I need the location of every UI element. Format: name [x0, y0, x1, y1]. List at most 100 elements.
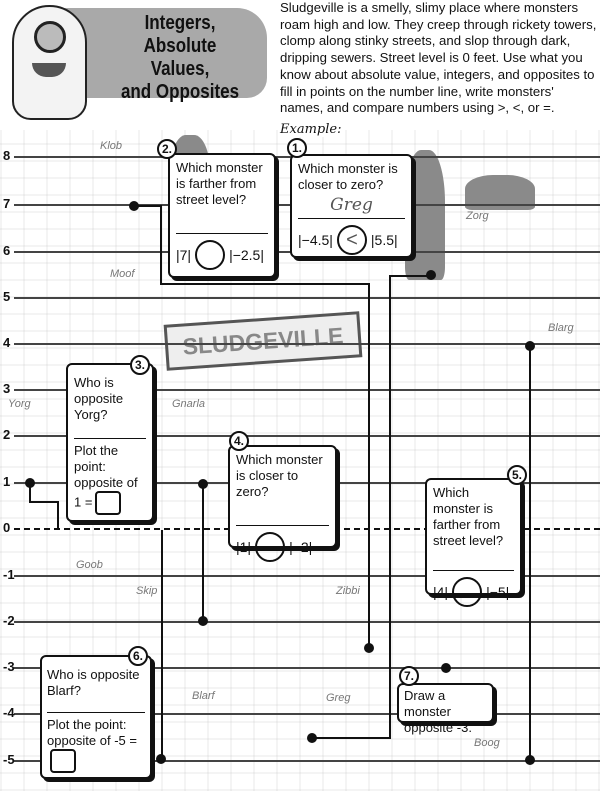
intro-paragraph: Sludgeville is a smelly, slimy place whe…: [280, 0, 598, 117]
number-line-label: -2: [3, 613, 15, 628]
compare-circle[interactable]: [255, 532, 286, 562]
question-number: 2.: [157, 139, 177, 159]
question-number: 3.: [130, 355, 150, 375]
number-line-label: 5: [3, 289, 11, 304]
compare-left: |1|: [236, 539, 252, 555]
question-text: Who is opposite Blarf?: [47, 667, 140, 698]
monster-label: Blarf: [192, 690, 215, 702]
monster-label: Greg: [326, 692, 351, 704]
question-6-box: Who is opposite Blarf? Plot the point: o…: [40, 655, 152, 779]
connector: [312, 737, 391, 739]
number-line-label: 3: [3, 381, 11, 396]
connector: [390, 275, 431, 277]
compare-left: |−4.5|: [298, 232, 333, 248]
number-line-label: 2: [3, 427, 11, 442]
number-line-label: 8: [3, 148, 11, 163]
question-text: Who is opposite Yorg?: [74, 375, 124, 422]
monster-label: Blarg: [548, 322, 574, 334]
point-boog[interactable]: [525, 755, 535, 765]
number-line-label: -3: [3, 659, 15, 674]
page-title: Integers, Absolute Values, and Opposites: [112, 12, 248, 104]
answer-field[interactable]: Greg: [298, 197, 405, 219]
answer-field[interactable]: [74, 425, 146, 439]
point-yorg[interactable]: [25, 478, 35, 488]
title-line: Absolute Values,: [143, 35, 217, 80]
compare-circle[interactable]: [452, 577, 483, 607]
connector: [161, 530, 163, 760]
number-line-label: 4: [3, 335, 11, 350]
compare-right: |5.5|: [370, 232, 398, 248]
question-5-box: Which monster is farther from street lev…: [425, 478, 522, 607]
monster-label: Klob: [100, 140, 123, 152]
number-line-gridline: [14, 621, 600, 623]
cyclops-monster-illustration: [12, 5, 87, 120]
point-zorg[interactable]: [426, 270, 436, 280]
number-line-label: -4: [3, 705, 15, 720]
compare-right: |−2|: [289, 539, 313, 555]
point-skip[interactable]: [198, 616, 208, 626]
question-number: 4.: [229, 431, 249, 451]
number-line-label: 1: [3, 474, 11, 489]
connector: [202, 484, 204, 621]
question-number: 1.: [287, 138, 307, 158]
question-text: Which monster is farther from street lev…: [433, 485, 504, 548]
question-number: 7.: [399, 666, 419, 686]
question-1-box: Which monster is closer to zero? Greg |−…: [290, 154, 413, 258]
number-line-gridline: [14, 575, 600, 577]
plot-instruction: Plot the point: opposite of 1 =: [74, 443, 138, 510]
connector: [57, 501, 59, 529]
answer-square[interactable]: [95, 491, 122, 515]
example-label: Example:: [280, 122, 342, 137]
number-line-gridline: [14, 435, 600, 437]
compare-right: |−5|: [486, 584, 510, 600]
point-gnarla[interactable]: [198, 479, 208, 489]
question-text: Which monster is farther from street lev…: [176, 160, 263, 207]
monster-label: Skip: [136, 585, 158, 597]
monster-label: Zibbi: [336, 585, 360, 597]
title-line: and Opposites: [120, 81, 240, 103]
number-line-gridline: [14, 667, 600, 669]
point-zibbi[interactable]: [364, 643, 374, 653]
answer-field[interactable]: [433, 553, 514, 571]
question-text: Which monster is closer to zero?: [298, 161, 398, 192]
question-2-box: Which monster is farther from street lev…: [168, 153, 276, 278]
number-line-gridline: [14, 343, 600, 345]
question-number: 5.: [507, 465, 527, 485]
answer-field[interactable]: [47, 701, 145, 713]
plot-instruction: Plot the point: opposite of -5 =: [47, 717, 137, 748]
number-line-label: 7: [3, 196, 11, 211]
point-blarf[interactable]: [156, 754, 166, 764]
connector: [389, 275, 391, 739]
compare-circle[interactable]: <: [336, 225, 367, 255]
monster-label: Moof: [110, 268, 135, 280]
answer-field[interactable]: [176, 212, 268, 234]
compare-right: |−2.5|: [229, 247, 264, 263]
question-4-box: Which monster is closer to zero? |1| |−2|: [228, 445, 337, 562]
compare-left: |7|: [176, 247, 192, 263]
answer-field[interactable]: [236, 504, 329, 526]
point-klob[interactable]: [129, 201, 139, 211]
number-line-label: 6: [3, 243, 11, 258]
point-negative-three[interactable]: [441, 663, 451, 673]
compare-left: |4|: [433, 584, 449, 600]
monster-label: Goob: [76, 559, 103, 571]
compare-circle[interactable]: [195, 240, 226, 270]
question-7-box: Draw a monster opposite -3.: [397, 683, 494, 735]
connector: [160, 283, 370, 285]
monster-label: Zorg: [466, 210, 489, 222]
connector: [134, 205, 162, 207]
point-blarg[interactable]: [525, 341, 535, 351]
number-line-gridline: [14, 713, 600, 715]
question-text: Which monster is closer to zero?: [236, 452, 323, 499]
connector: [29, 501, 58, 503]
number-line-label: -1: [3, 567, 15, 582]
point-greg[interactable]: [307, 733, 317, 743]
connector: [368, 283, 370, 648]
connector: [529, 346, 531, 760]
answer-square[interactable]: [50, 749, 76, 773]
connector: [29, 483, 31, 502]
number-line-gridline: [14, 389, 600, 391]
number-line-label: 0: [3, 520, 11, 535]
connector: [160, 205, 162, 285]
title-line: Integers,: [144, 12, 216, 34]
